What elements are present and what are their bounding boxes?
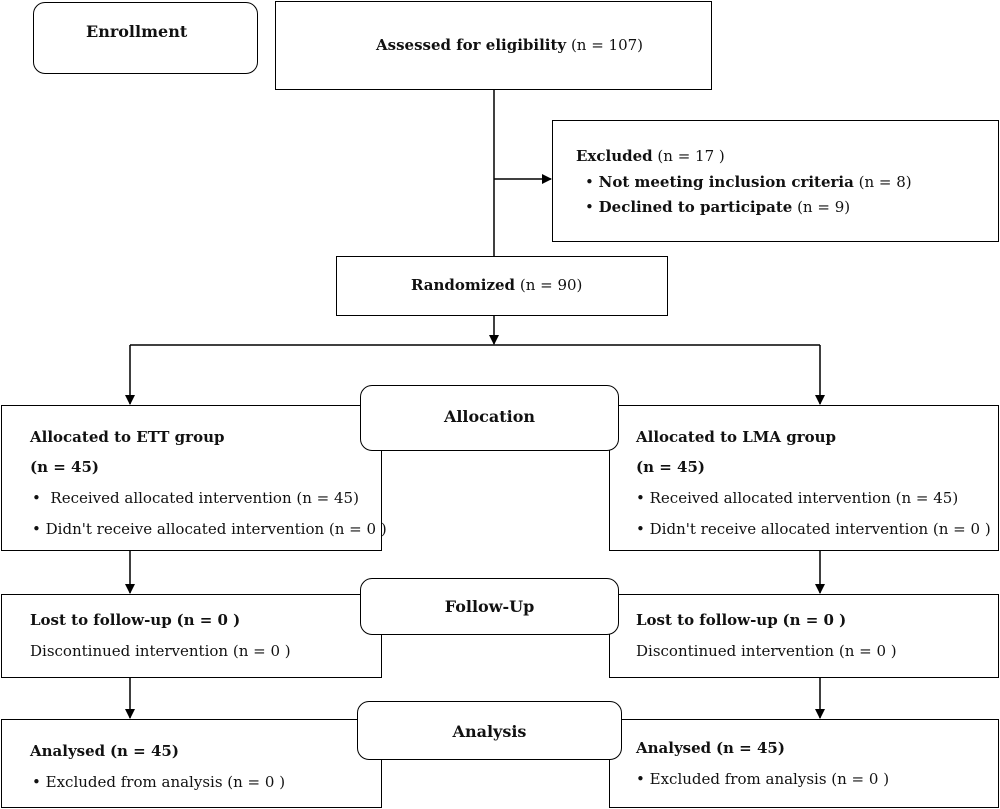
- lma-lost: Lost to follow-up (n = 0 ): [636, 611, 846, 629]
- ett-lost-label: Lost to follow-up: [30, 611, 172, 629]
- lma-analysed-label: Analysed: [636, 739, 712, 757]
- bullet-icon: •: [585, 173, 594, 191]
- excluded-item-1: • Not meeting inclusion criteria (n = 8): [585, 173, 912, 191]
- ett-lost: Lost to follow-up (n = 0 ): [30, 611, 240, 629]
- ett-discontinued: Discontinued intervention (n = 0 ): [30, 642, 291, 660]
- ett-analysis-box: Analysed (n = 45) • Excluded from analys…: [1, 719, 382, 808]
- analysis-stage-box: Analysis: [357, 701, 622, 760]
- assessed-text: Assessed for eligibility (n = 107): [376, 36, 643, 54]
- ett-received-text: Received allocated intervention (n = 45): [50, 489, 359, 507]
- lma-lost-label: Lost to follow-up: [636, 611, 778, 629]
- ett-excluded-analysis: • Excluded from analysis (n = 0 ): [32, 773, 285, 791]
- lma-allocated-label: Allocated to LMA group: [636, 428, 837, 446]
- excluded-item-2-label: Declined to participate: [598, 198, 793, 216]
- bullet-icon: •: [636, 520, 645, 538]
- lma-received-text: Received allocated intervention (n = 45): [649, 489, 959, 507]
- randomized-n: (n = 90): [519, 276, 583, 294]
- bullet-icon: •: [32, 773, 41, 791]
- lma-discontinued: Discontinued intervention (n = 0 ): [636, 642, 897, 660]
- ett-lost-n: (n = 0 ): [176, 611, 241, 629]
- assessed-label: Assessed for eligibility: [376, 36, 567, 54]
- bullet-icon: •: [636, 770, 645, 788]
- excluded-item-1-label: Not meeting inclusion criteria: [598, 173, 854, 191]
- ett-allocated-label: Allocated to ETT group: [30, 428, 225, 446]
- assessed-n: (n = 107): [570, 36, 644, 54]
- bullet-icon: •: [32, 520, 41, 538]
- ett-not-received-text: Didn't receive allocated intervention (n…: [45, 520, 387, 538]
- lma-allocated-n: (n = 45): [636, 458, 705, 476]
- lma-lost-n: (n = 0 ): [782, 611, 847, 629]
- ett-followup-box: Lost to follow-up (n = 0 ) Discontinued …: [1, 594, 382, 678]
- ett-allocated-n: (n = 45): [30, 458, 99, 476]
- ett-received: • Received allocated intervention (n = 4…: [32, 489, 359, 507]
- randomized-text: Randomized (n = 90): [411, 276, 582, 294]
- analysis-stage-label: Analysis: [452, 722, 527, 741]
- excluded-box: Excluded (n = 17 ) • Not meeting inclusi…: [552, 120, 999, 242]
- lma-not-received: • Didn't receive allocated intervention …: [636, 520, 991, 538]
- followup-stage-box: Follow-Up: [360, 578, 619, 635]
- excluded-item-2-n: (n = 9): [797, 198, 851, 216]
- bullet-icon: •: [636, 489, 645, 507]
- enrollment-box: Enrollment: [33, 2, 258, 74]
- bullet-icon: •: [32, 489, 41, 507]
- assessed-box: Assessed for eligibility (n = 107): [275, 1, 712, 90]
- ett-not-received: • Didn't receive allocated intervention …: [32, 520, 387, 538]
- lma-analysed-n: (n = 45): [715, 739, 785, 757]
- excluded-label: Excluded: [576, 147, 653, 165]
- allocation-stage-box: Allocation: [360, 385, 619, 451]
- lma-followup-box: Lost to follow-up (n = 0 ) Discontinued …: [609, 594, 999, 678]
- excluded-item-2: • Declined to participate (n = 9): [585, 198, 850, 216]
- ett-allocated-box: Allocated to ETT group (n = 45) • Receiv…: [1, 405, 387, 551]
- excluded-item-1-n: (n = 8): [858, 173, 912, 191]
- ett-analysed: Analysed (n = 45): [30, 742, 179, 760]
- excluded-heading: Excluded (n = 17 ): [576, 147, 725, 165]
- lma-analysis-box: Analysed (n = 45) • Excluded from analys…: [609, 719, 999, 808]
- lma-excluded-analysis: • Excluded from analysis (n = 0 ): [636, 770, 889, 788]
- lma-not-received-text: Didn't receive allocated intervention (n…: [649, 520, 991, 538]
- excluded-n: (n = 17 ): [657, 147, 725, 165]
- lma-received: • Received allocated intervention (n = 4…: [636, 489, 958, 507]
- lma-allocated-box: Allocated to LMA group (n = 45) • Receiv…: [609, 405, 999, 551]
- randomized-label: Randomized: [411, 276, 516, 294]
- followup-stage-label: Follow-Up: [444, 597, 535, 616]
- randomized-box: Randomized (n = 90): [336, 256, 668, 316]
- ett-analysed-n: (n = 45): [109, 742, 179, 760]
- ett-analysed-label: Analysed: [30, 742, 106, 760]
- ett-excluded-analysis-text: Excluded from analysis (n = 0 ): [45, 773, 286, 791]
- enrollment-label: Enrollment: [86, 22, 188, 41]
- lma-analysed: Analysed (n = 45): [636, 739, 785, 757]
- allocation-stage-label: Allocation: [443, 407, 536, 426]
- bullet-icon: •: [585, 198, 594, 216]
- lma-excluded-analysis-text: Excluded from analysis (n = 0 ): [649, 770, 890, 788]
